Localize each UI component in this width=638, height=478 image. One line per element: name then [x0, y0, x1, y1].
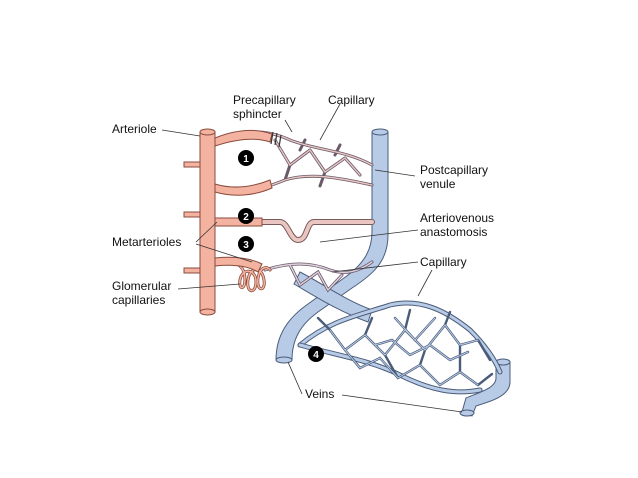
arteriole-bottom-opening: [199, 308, 216, 316]
label-capillary-top: Capillary: [328, 93, 375, 107]
vein-lower-right: [461, 361, 511, 417]
precapillary-sphincters: [270, 131, 282, 148]
glomerular-capillaries-fill: [214, 260, 271, 292]
marker-2: 2: [238, 208, 254, 224]
arteriole-stub-2: [183, 211, 201, 218]
label-postcapillary-2: venule: [420, 177, 456, 191]
vein-left-opening: [275, 356, 293, 364]
capillary-network-large: [297, 300, 503, 395]
label-postcapillary-1: Postcapillary: [420, 163, 488, 177]
label-metarterioles: Metarterioles: [112, 235, 181, 249]
marker-3: 3: [238, 236, 254, 252]
label-veins: Veins: [305, 387, 334, 401]
arteriole-stub-1: [183, 161, 201, 168]
marker-3-text: 3: [243, 240, 249, 251]
leader-arteriovenous: [319, 229, 419, 243]
venous-system: [275, 128, 511, 417]
leader-veins-left: [287, 361, 303, 395]
leader-arteriole: [161, 129, 201, 137]
labels: Precapillary sphincter Capillary Arterio…: [112, 93, 494, 401]
leader-lines: [161, 103, 463, 413]
marker-1-text: 1: [243, 154, 249, 165]
leader-metarterioles-a: [195, 221, 218, 243]
anastomosis-fill: [213, 220, 374, 243]
arteriole-branch-anastomosis: [214, 217, 263, 227]
capillary-bed-upper-fill: [214, 131, 373, 193]
leader-metarterioles-b: [195, 243, 253, 263]
arteriole-branch-mid: [214, 179, 273, 196]
label-glomerular-1: Glomerular: [112, 279, 171, 293]
leader-capillary-right-a: [331, 261, 419, 273]
arteriole-branch-lower: [214, 256, 263, 273]
marker-4-text: 4: [313, 350, 319, 361]
vein-right-bottom-opening: [459, 409, 475, 417]
arteriole-vessel: [199, 131, 216, 313]
label-precapillary-2: sphincter: [233, 107, 282, 121]
label-arteriovenous-2: anastomosis: [420, 225, 487, 239]
marker-4: 4: [308, 346, 324, 362]
arteriole-stub-3: [183, 267, 201, 274]
venule-top-opening: [371, 128, 389, 136]
marker-1: 1: [238, 150, 254, 166]
marker-2-text: 2: [243, 212, 249, 223]
leader-capillary-right-b: [417, 269, 433, 297]
label-capillary-right: Capillary: [420, 255, 467, 269]
label-precapillary-1: Precapillary: [233, 93, 296, 107]
leader-postcapillary: [374, 169, 416, 177]
label-arteriovenous-1: Arteriovenous: [420, 211, 494, 225]
arteriole-branch-top: [214, 130, 273, 147]
label-arteriole: Arteriole: [112, 122, 157, 136]
leader-capillary-top: [319, 103, 341, 141]
leader-veins-right: [341, 394, 463, 413]
label-glomerular-2: capillaries: [112, 293, 165, 307]
capillary-network-mesh-fill: [329, 317, 479, 386]
leader-glomerular: [177, 283, 241, 290]
arteriole-top-opening: [199, 128, 216, 136]
leader-sphincter: [284, 119, 293, 133]
arteriole: [183, 128, 273, 316]
